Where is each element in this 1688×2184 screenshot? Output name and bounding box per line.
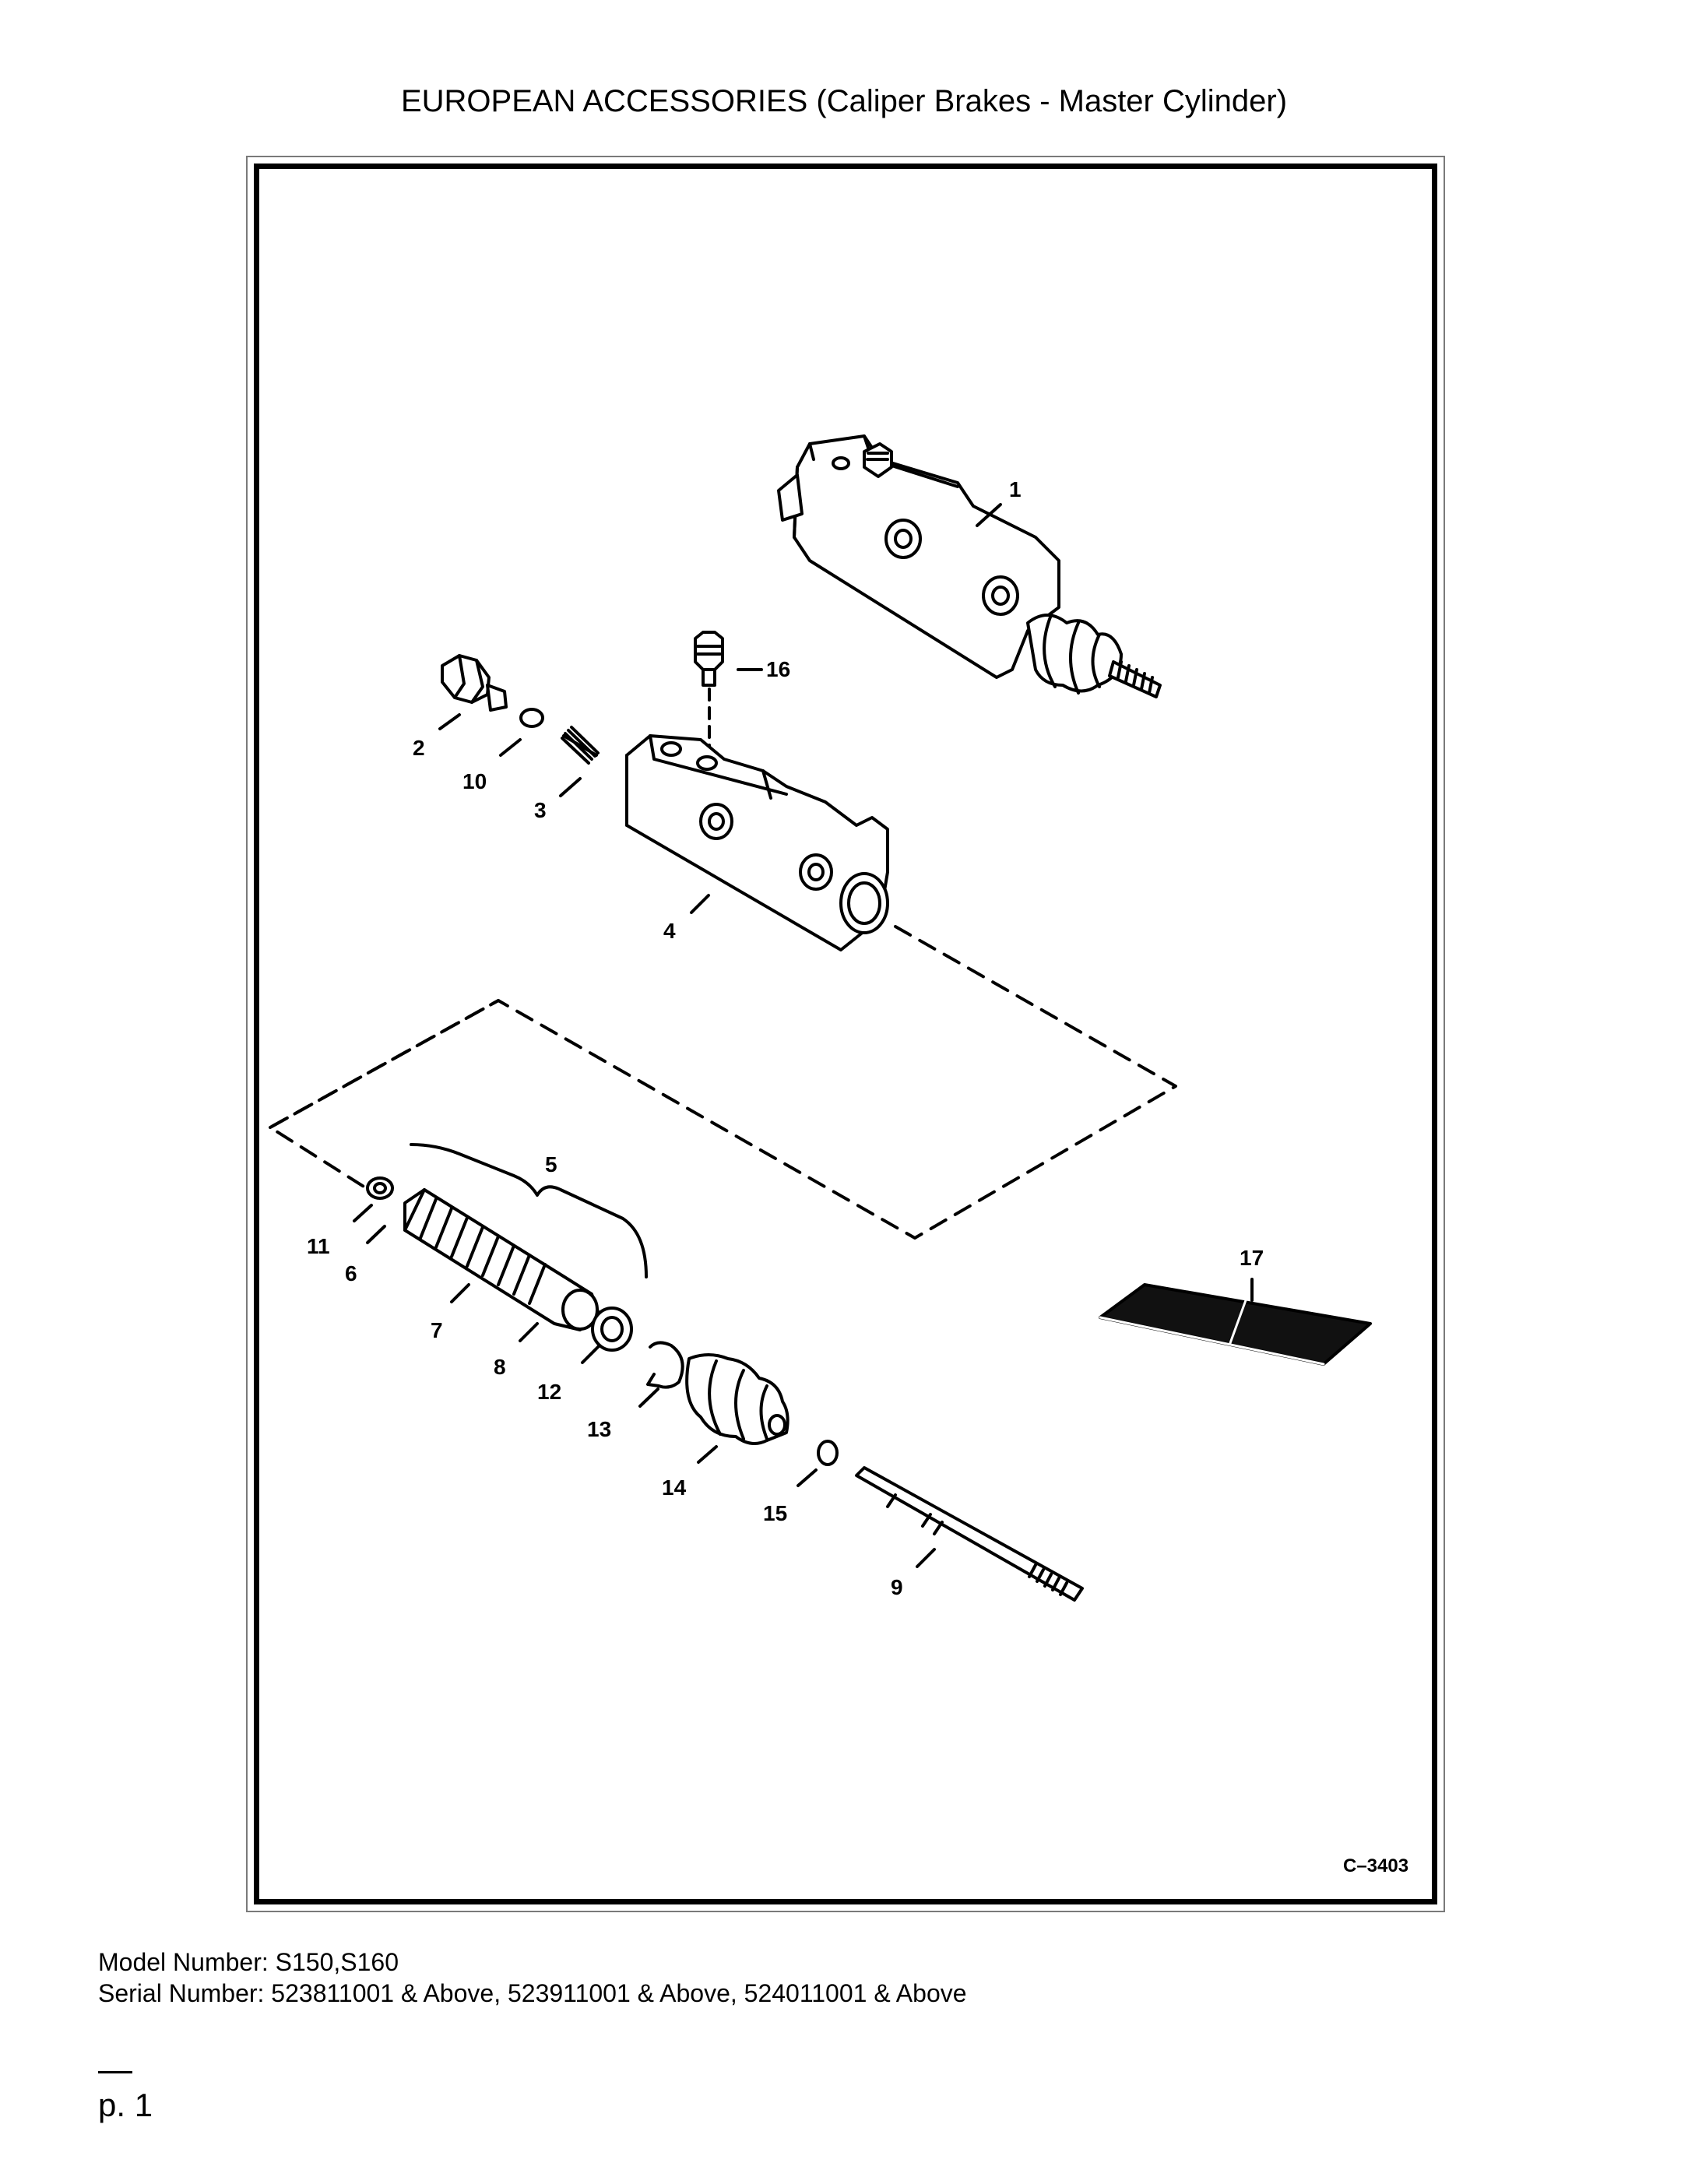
callout-13: 13 [587,1417,611,1441]
callout-17: 17 [1240,1246,1264,1270]
callout-1: 1 [1009,477,1022,501]
parts-packet [1099,1283,1372,1366]
callout-4: 4 [663,919,676,943]
callout-7: 7 [431,1318,443,1342]
seal-12 [591,1307,633,1352]
callout-14: 14 [662,1475,687,1500]
page-number: p. 1 [98,2087,153,2123]
callout-5: 5 [545,1152,557,1176]
cylinder-body [625,734,889,951]
figure-frame [246,156,1445,1912]
callout-3: 3 [534,798,547,822]
dust-boot [685,1353,789,1445]
callout-2: 2 [413,736,425,760]
callout-9: 9 [891,1575,903,1599]
snap-ring-13 [649,1341,684,1389]
piston-spring [403,1188,601,1331]
callout-16: 16 [766,657,790,681]
callout-6: 6 [345,1261,357,1285]
o-ring-15 [817,1440,839,1466]
bleed-screw [694,631,724,749]
figure-id: C–3403 [1343,1855,1408,1876]
figure-border [254,164,1437,1904]
leader-lines [353,503,1254,1568]
spring-3 [561,726,600,765]
page-title: EUROPEAN ACCESSORIES (Caliper Brakes - M… [400,84,1288,118]
callout-8: 8 [494,1355,506,1379]
push-rod [855,1466,1084,1602]
master-cylinder-assembly [777,434,1162,698]
assembly-guide-line [269,925,1177,1240]
callout-12: 12 [537,1380,561,1404]
serial-number: Serial Number: 523811001 & Above, 523911… [98,1979,967,2007]
callout-11: 11 [307,1234,330,1258]
page-marker [98,2071,132,2073]
brake-fitting [441,654,508,712]
callout-15: 15 [763,1501,787,1525]
o-ring-10 [519,708,544,728]
callout-10: 10 [462,769,487,793]
model-number: Model Number: S150,S160 [98,1948,399,1976]
seal-11 [366,1176,394,1200]
kit-brace [410,1143,648,1278]
